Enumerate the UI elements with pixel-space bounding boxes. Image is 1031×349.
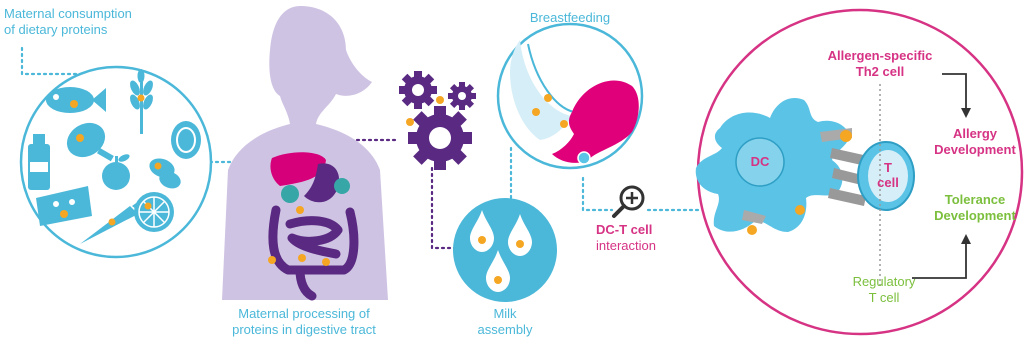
milk-assembly-label: Milk assembly [470, 306, 540, 338]
regulatory-t-cell-line-1: Regulatory [834, 274, 934, 290]
gears-icon [399, 71, 476, 170]
milk-drops-icon [453, 198, 557, 302]
woman-silhouette [222, 6, 388, 300]
gear-small-right [448, 82, 476, 110]
dc-t-interaction-line-1: DC-T cell [596, 222, 656, 238]
gear-small-left [399, 71, 437, 109]
allergen-specific-line-1: Allergen-specific [810, 48, 950, 64]
egg-icon [171, 121, 201, 159]
t-cell-line-2: cell [864, 175, 912, 190]
allergen-specific-label: Allergen-specific Th2 cell [810, 48, 950, 80]
tolerance-development-line-2: Development [922, 208, 1028, 224]
milk-assembly-line-1: Milk [470, 306, 540, 322]
dc-label: DC [736, 154, 784, 170]
gear-large [408, 106, 472, 170]
maternal-processing-label: Maternal processing of proteins in diges… [214, 306, 394, 338]
allergen-specific-line-2: Th2 cell [810, 64, 950, 80]
milk-assembly-line-2: assembly [470, 322, 540, 338]
breastfeeding-label: Breastfeeding [510, 10, 630, 26]
allergy-development-line-2: Development [922, 142, 1028, 158]
magnifier-icon [614, 187, 643, 216]
maternal-processing-line-1: Maternal processing of [214, 306, 394, 322]
breastfeeding-icon [498, 24, 642, 168]
connector-gears-milk [432, 168, 458, 248]
dc-t-interaction-label: DC-T cell interaction [596, 222, 656, 254]
tolerance-development-label: Tolerance Development [922, 192, 1028, 224]
gallbladder-icon [281, 185, 299, 203]
maternal-consumption-line-1: Maternal consumption [4, 6, 132, 22]
dc-t-interaction-line-2: interaction [596, 238, 656, 254]
food-circle [21, 67, 211, 257]
connector-breast-magnifier [583, 178, 612, 210]
maternal-processing-line-2: proteins in digestive tract [214, 322, 394, 338]
maternal-consumption-line-2: of dietary proteins [4, 22, 132, 38]
allergy-development-line-1: Allergy [922, 126, 1028, 142]
regulatory-t-cell-label: Regulatory T cell [834, 274, 934, 306]
citrus-icon [134, 192, 174, 232]
maternal-consumption-label: Maternal consumption of dietary proteins [4, 6, 132, 38]
regulatory-t-cell-line-2: T cell [834, 290, 934, 306]
t-cell-line-1: T [864, 160, 912, 175]
tolerance-development-line-1: Tolerance [922, 192, 1028, 208]
allergy-development-label: Allergy Development [922, 126, 1028, 158]
t-cell-label: T cell [864, 160, 912, 190]
